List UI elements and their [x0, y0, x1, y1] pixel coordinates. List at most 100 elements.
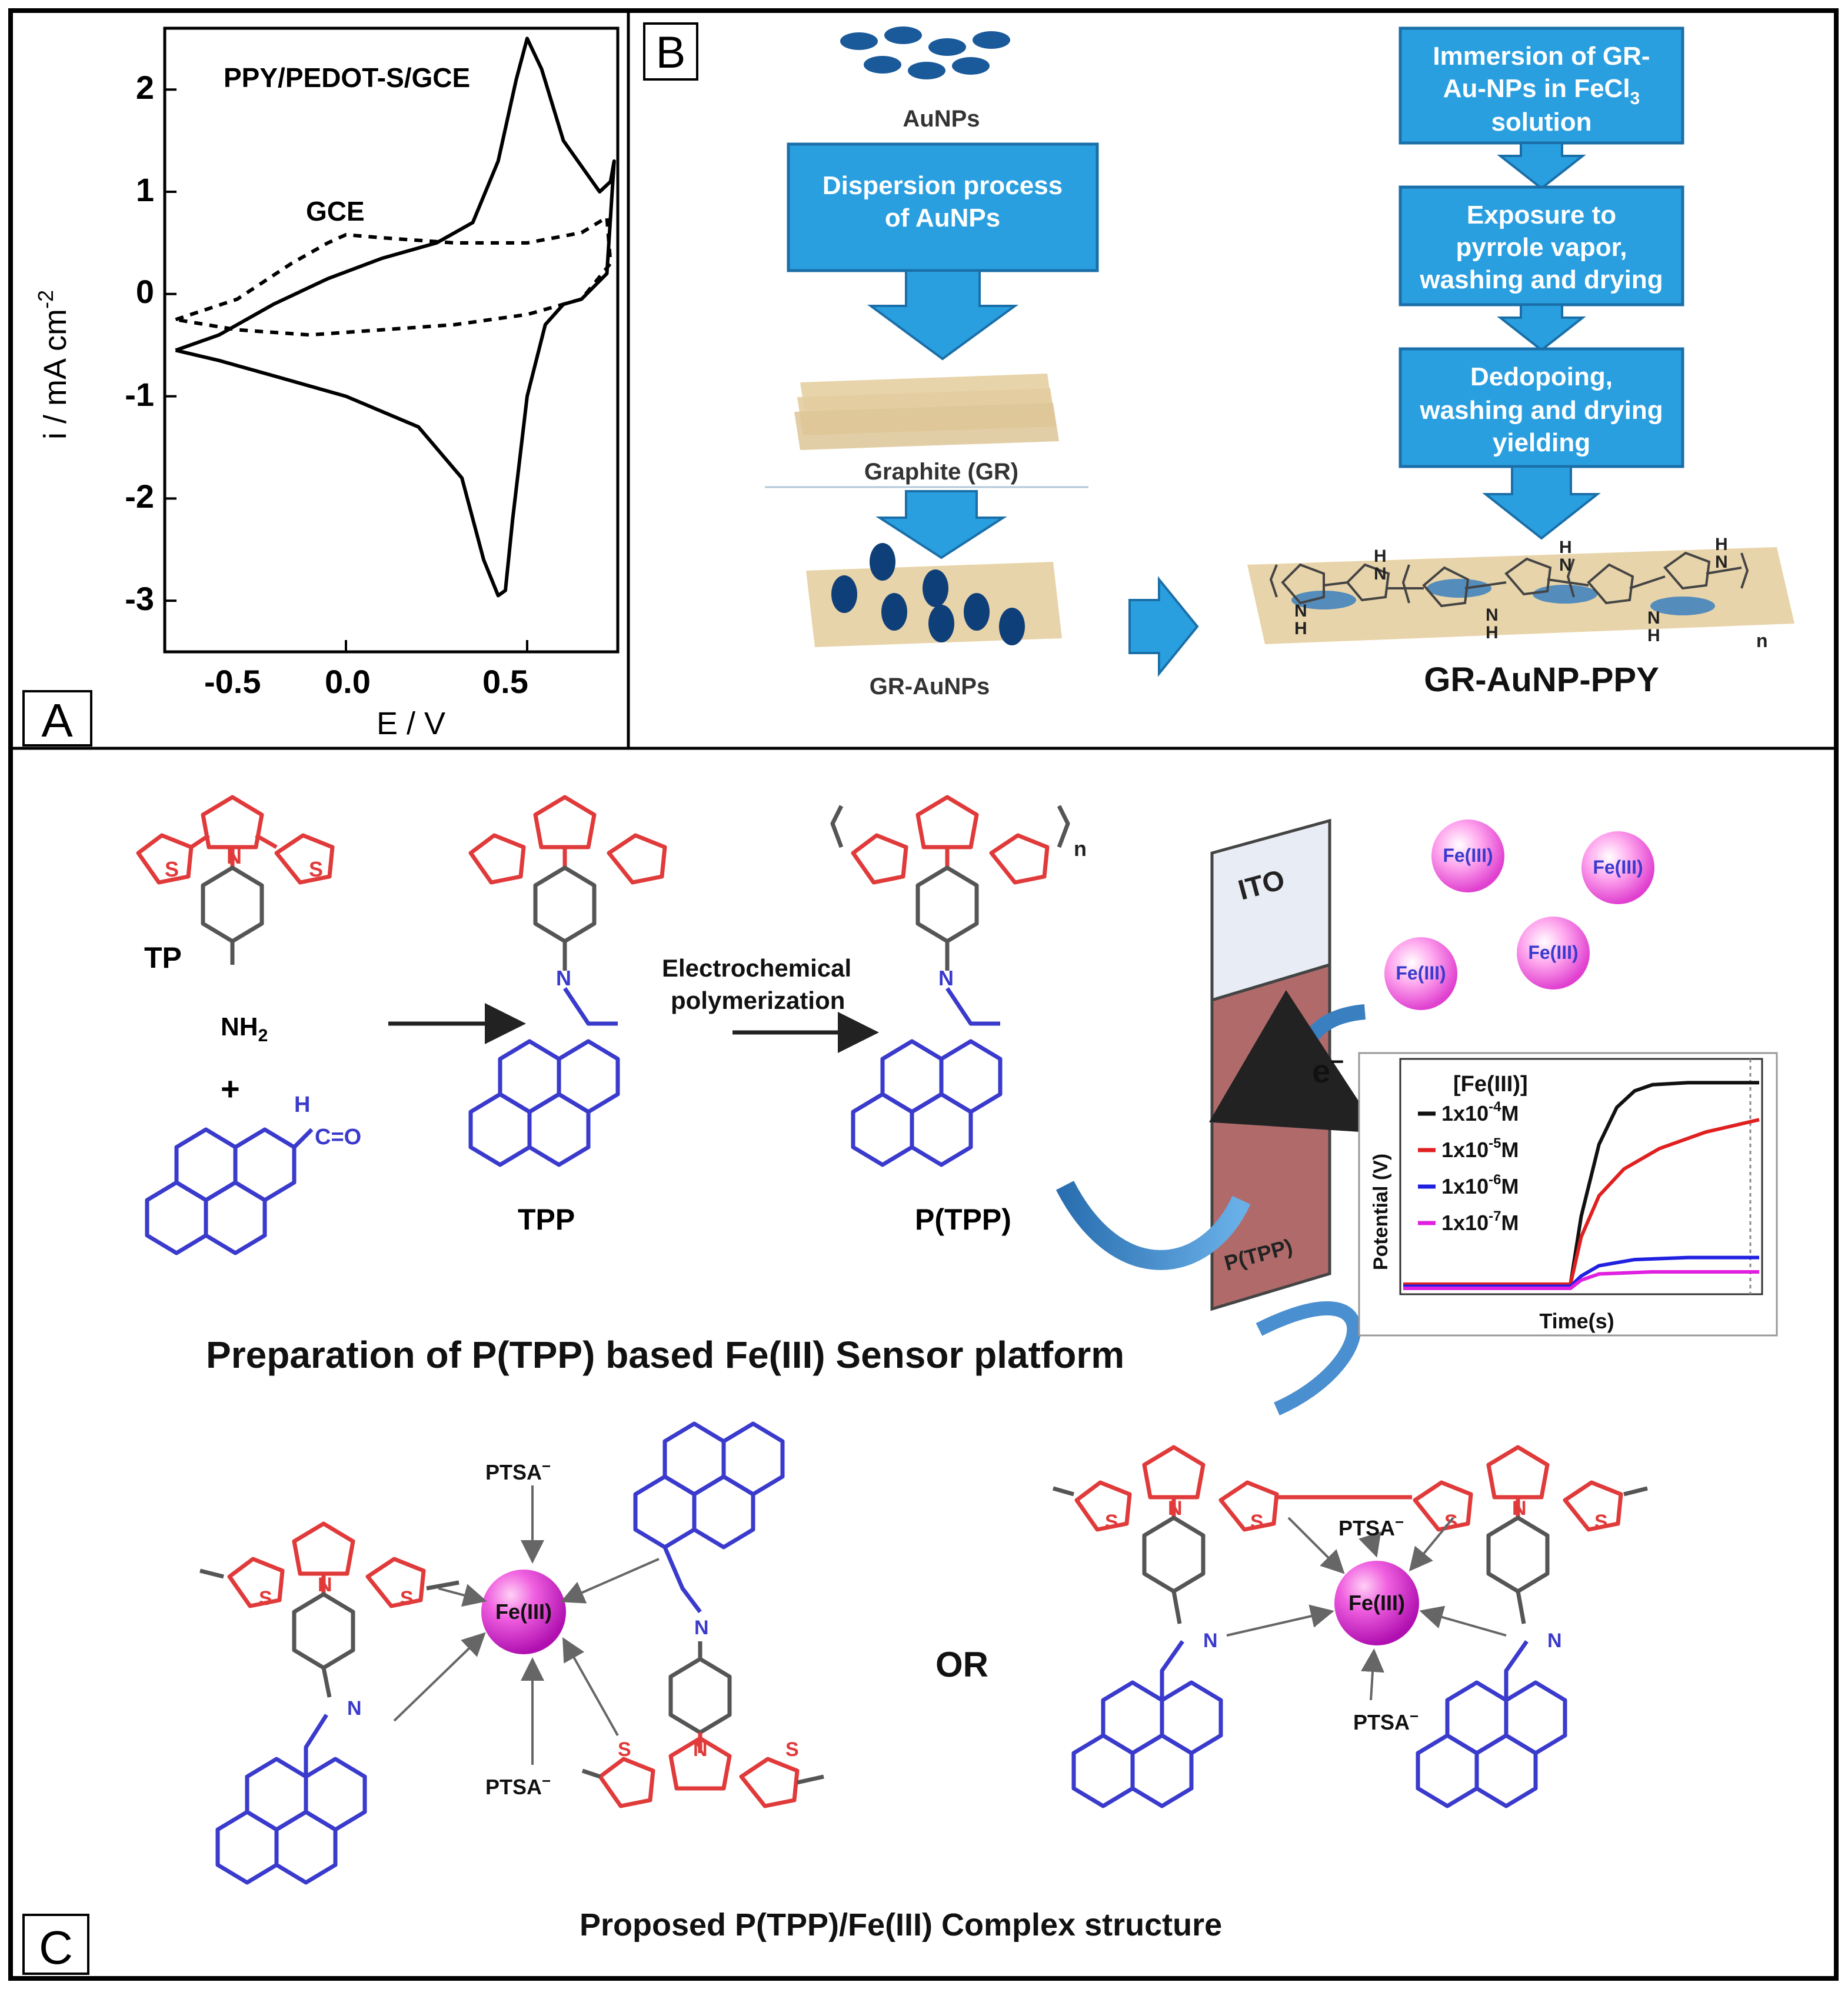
ppy-h-5: H	[1647, 626, 1660, 645]
arrow-down-1	[867, 269, 1019, 361]
y-tick-3: 0	[136, 273, 154, 310]
inset-legend-label-1: 1x10-4M	[1441, 1099, 1519, 1125]
svg-text:e−: e−	[1312, 1049, 1344, 1090]
step2-box	[1399, 185, 1684, 306]
gr-aunp-ppy-sheet: N H H N N H H N N H H N n	[1247, 535, 1794, 651]
dispersion-line-1: Dispersion process	[823, 171, 1063, 200]
svg-text:i / mA cm-2: i / mA cm-2	[34, 290, 73, 439]
label-gce: GCE	[306, 196, 365, 226]
inset-title: [Fe(III)]	[1453, 1072, 1528, 1097]
step1-line-2: Au-NPs in FeCl	[1443, 74, 1630, 103]
panel-b-letter: B	[656, 28, 686, 78]
fe-ions-top	[1384, 819, 1654, 1010]
c1-ptsa-bottom-sup: −	[542, 1772, 551, 1790]
label-or: OR	[935, 1645, 988, 1684]
label-gr-aunps: GR-AuNPs	[870, 674, 990, 699]
svg-text:Au-NPs in FeCl3: Au-NPs in FeCl3	[1443, 74, 1640, 108]
c1-ptsa-bottom: PTSA	[485, 1775, 542, 1799]
panel-c-letter: C	[39, 1921, 73, 1974]
step1-box	[1399, 26, 1684, 145]
inset-series-4	[1403, 1270, 1759, 1290]
c2-ptsa-bottom-sup: −	[1410, 1707, 1419, 1725]
ppy-nh-6: N	[1715, 552, 1728, 572]
fe-ion-3: Fe(III)	[1396, 962, 1446, 984]
svg-text:PTSA−: PTSA−	[485, 1457, 551, 1484]
c1-n-1: N	[318, 1574, 332, 1596]
aunp-cluster	[840, 26, 1010, 79]
svg-text:PTSA−: PTSA−	[1338, 1513, 1404, 1540]
c1-s-4: S	[785, 1738, 799, 1761]
panel-a-letter-box	[22, 690, 92, 747]
c2-s-1: S	[1105, 1511, 1118, 1533]
ppy-h-2: H	[1374, 547, 1387, 566]
step1-line-1: Immersion of GR-	[1433, 42, 1650, 71]
axis-ticks	[164, 88, 528, 652]
label-graphite: Graphite (GR)	[864, 459, 1018, 485]
ppy-n-subscript: n	[1756, 630, 1768, 651]
ppy-nh-1: N	[1294, 601, 1307, 621]
c2-ptsa-bottom: PTSA	[1353, 1710, 1410, 1734]
step3-line-3: yielding	[1493, 428, 1590, 457]
caption-complex: Proposed P(TPP)/Fe(III) Complex structur…	[580, 1907, 1222, 1943]
gr-aunps-sheet	[806, 543, 1062, 647]
svg-text:NH2: NH2	[221, 1012, 268, 1045]
c2-n-1: N	[1168, 1497, 1183, 1520]
label-aunps: AuNPs	[903, 106, 980, 132]
c1-s-2: S	[400, 1587, 414, 1610]
x-tick-1: -0.5	[204, 663, 261, 700]
aldehyde-co: C=O	[315, 1125, 361, 1150]
arrow-step2	[1497, 304, 1586, 352]
x-axis-label: E / V	[377, 706, 445, 741]
dispersion-box	[787, 142, 1099, 272]
panel-c: C S N S TP NH2 + H C=O	[22, 795, 1778, 1975]
panel-c-letter-box	[22, 1914, 89, 1975]
fe-ion-1: Fe(III)	[1443, 845, 1493, 866]
fe-ion-4: Fe(III)	[1528, 942, 1578, 963]
inset-frame	[1358, 1052, 1778, 1337]
inset-plot-area	[1399, 1058, 1763, 1295]
electrochem-line-1: Electrochemical	[662, 954, 851, 982]
y-tick-1: 2	[136, 69, 154, 106]
c1-ptsa-top: PTSA	[485, 1460, 542, 1484]
ppy-h-4: H	[1559, 538, 1572, 557]
panel-a: PPY/PEDOT-S/GCE GCE -0.5 0.0 0.5 2 1 0 -…	[22, 26, 620, 747]
inset-legend-label-2: 1x10-5M	[1441, 1135, 1519, 1162]
graphite-layers	[794, 374, 1059, 450]
c1-s-1: S	[259, 1587, 272, 1610]
y-axis-label: i / mA cm-2	[34, 290, 73, 439]
x-tick-2: 0.0	[325, 663, 371, 700]
panel-a-letter: A	[41, 694, 73, 747]
electron-sup: −	[1330, 1049, 1344, 1075]
molecule-pyrene-aldehyde	[145, 1127, 314, 1255]
step3-line-1: Dedopoing,	[1470, 362, 1613, 391]
c1-n-2: N	[347, 1697, 362, 1720]
panel-b-letter-box	[643, 22, 698, 81]
tp-n: N	[227, 844, 242, 868]
arrow-step3	[1482, 465, 1601, 540]
y-axis-label-text: i / mA cm	[38, 309, 73, 439]
tp-s-1: S	[165, 857, 179, 881]
ppy-nh-3: N	[1486, 605, 1499, 625]
c2-n-3: N	[1203, 1630, 1218, 1652]
c1-fe: Fe(III)	[495, 1600, 552, 1624]
label-tp: TP	[144, 941, 182, 974]
label-ptpp: P(TPP)	[915, 1203, 1011, 1236]
inset-xlabel: Time(s)	[1539, 1309, 1614, 1333]
y-tick-4: -1	[125, 376, 154, 413]
c2-ptsa-top-sup: −	[1395, 1513, 1404, 1531]
svg-text:PTSA−: PTSA−	[1353, 1707, 1419, 1734]
svg-text:PTSA−: PTSA−	[485, 1772, 551, 1799]
c2-n-4: N	[1547, 1630, 1562, 1652]
molecule-tp: S N S	[136, 795, 335, 965]
molecule-ptpp: N n	[830, 795, 1087, 1167]
c1-ptsa-top-sup: −	[542, 1457, 551, 1475]
inset-ylabel: Potential (V)	[1370, 1154, 1392, 1270]
cv-curve-ppy-pedot	[175, 36, 616, 598]
ppy-h-6: H	[1715, 535, 1728, 554]
molecule-tpp: N	[468, 795, 667, 1167]
y-tick-5: -2	[125, 478, 154, 515]
fe-ion-2: Fe(III)	[1593, 857, 1643, 878]
complex-left: S N S N N S N S Fe(III)	[199, 1421, 824, 1885]
inset-legend-label-4: 1x10-7M	[1441, 1208, 1519, 1235]
